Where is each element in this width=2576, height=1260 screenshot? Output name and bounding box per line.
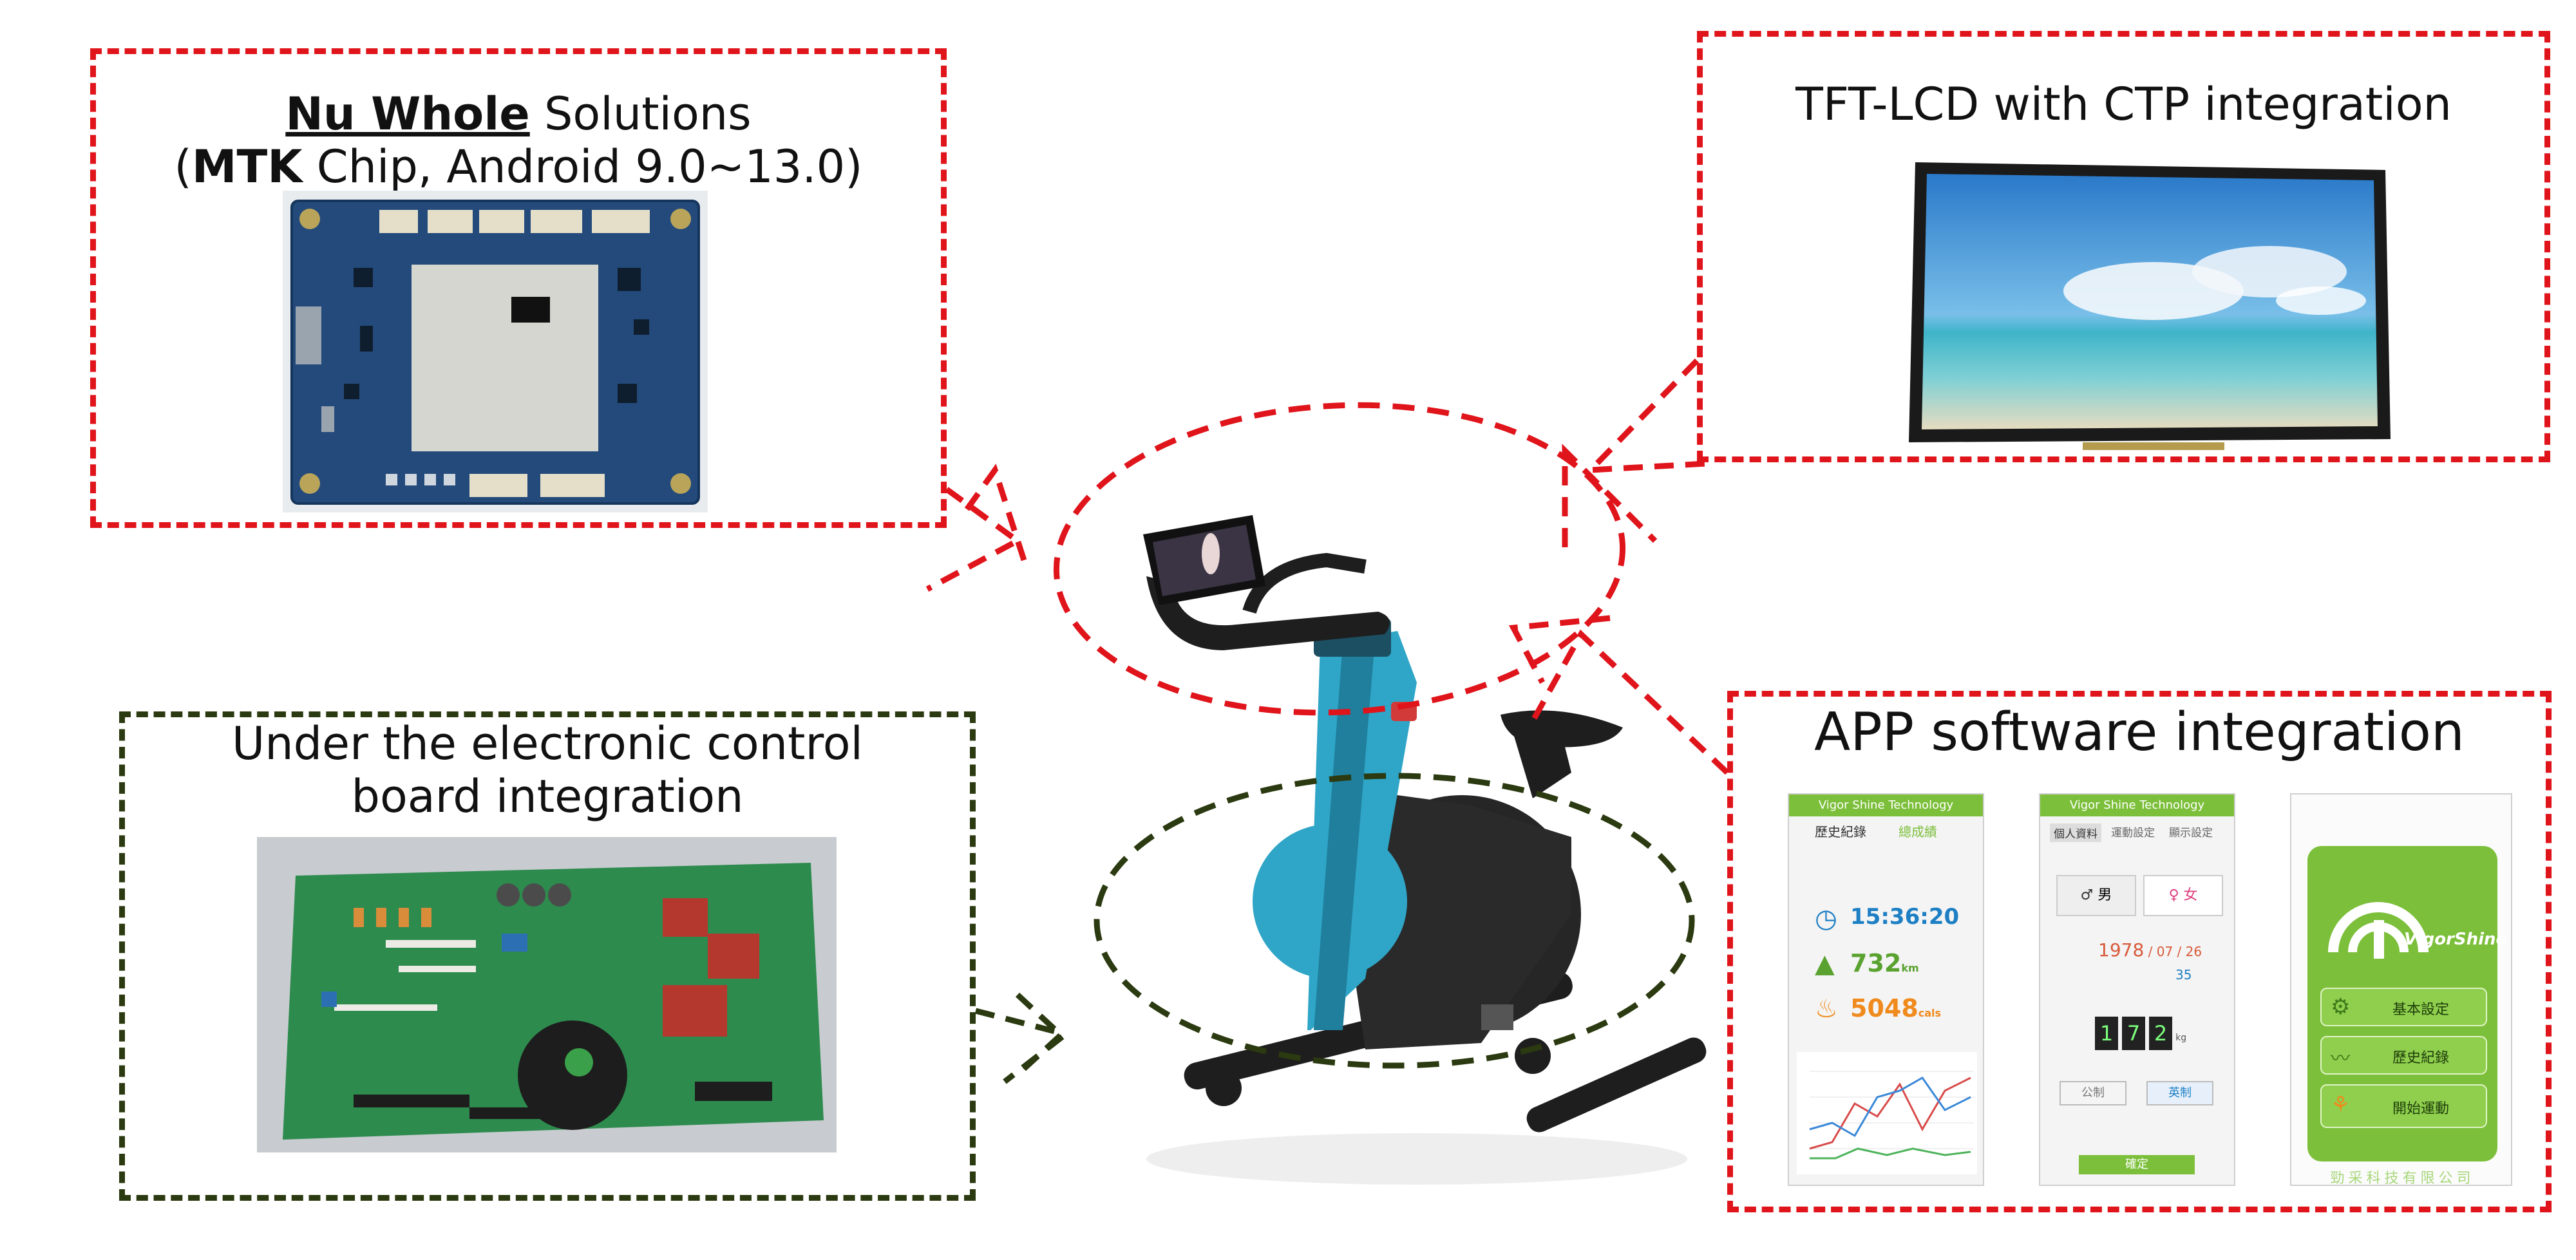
- control-board-arrow-line: [974, 1008, 1069, 1071]
- paren-open: (: [174, 140, 192, 193]
- mainboard-image: [283, 191, 708, 512]
- chip-details: Chip, Android 9.0~13.0): [302, 140, 863, 193]
- gears-icon: ⚙: [2331, 994, 2351, 1020]
- control-board-arrow: [974, 992, 1069, 1084]
- solutions-title-suffix: Solutions: [529, 88, 752, 140]
- screen2-birthdate[interactable]: 1978 / 07 / 26: [2098, 939, 2202, 961]
- app-screen-history: Vigor Shine Technology 歷史紀錄 總成績 ◷ 15:36:…: [1788, 793, 1984, 1186]
- calories-unit: cals: [1918, 1007, 1942, 1019]
- screen1-tab-history[interactable]: 歷史紀錄: [1815, 824, 1866, 840]
- screen3-menu-start[interactable]: ⚘ 開始運動: [2320, 1084, 2487, 1128]
- birth-day: 26: [2185, 944, 2202, 959]
- screen3-menu-settings-label: 基本設定: [2392, 1002, 2450, 1018]
- callout-arrows: [925, 358, 1730, 775]
- chip-brand: MTK: [191, 140, 303, 193]
- app-screen-home: VigorShine ⚙ 基本設定 〰 歷史紀錄 ⚘ 開始運動 勁采科技有限公司: [2290, 793, 2512, 1186]
- screen2-btn-metric[interactable]: 公制: [2060, 1081, 2126, 1105]
- vigorshine-logo-icon: [2328, 902, 2429, 959]
- screen2-confirm-button[interactable]: 確定: [2079, 1155, 2195, 1174]
- control-board-callout-box: Under the electronic control board integ…: [119, 711, 976, 1201]
- screen1-calories: 5048cals: [1850, 994, 1941, 1022]
- screen3-menu-history[interactable]: 〰 歷史紀錄: [2320, 1036, 2487, 1075]
- male-icon: ♂: [2080, 887, 2098, 903]
- app-title: APP software integration: [1814, 702, 2465, 763]
- female-label: 女: [2183, 887, 2198, 903]
- console-highlight-ellipse: [1053, 402, 1626, 716]
- screen1-time: 15:36:20: [1850, 904, 1960, 930]
- brand-name: Nu Whole: [285, 88, 530, 140]
- solutions-callout-box: Nu Whole Solutions (MTK Chip, Android 9.…: [90, 48, 947, 528]
- display-callout-box: TFT-LCD with CTP integration: [1697, 31, 2550, 462]
- display-title: TFT-LCD with CTP integration: [1795, 78, 2452, 131]
- screen2-header: Vigor Shine Technology: [2040, 795, 2234, 816]
- screen2-tab-exercise[interactable]: 運動設定: [2111, 827, 2155, 840]
- male-label: 男: [2098, 887, 2112, 903]
- trend-icon: 〰: [2331, 1048, 2350, 1070]
- screen2-gender-female[interactable]: ♀ 女: [2143, 875, 2223, 916]
- birth-year: 1978: [2098, 939, 2145, 961]
- height-unit: kg: [2175, 1033, 2187, 1043]
- control-board-title-line2: board integration: [351, 770, 744, 823]
- birth-month: 07: [2156, 944, 2174, 959]
- bicycle-icon: ⚘: [2331, 1092, 2351, 1118]
- screen1-header: Vigor Shine Technology: [1789, 795, 1983, 816]
- screen3-menu-history-label: 歷史紀錄: [2392, 1050, 2450, 1066]
- sail-icon: ▲: [1815, 949, 1835, 979]
- app-callout-box: APP software integration Vigor Shine Tec…: [1727, 691, 2552, 1212]
- app-arrow-head: [1508, 615, 1611, 684]
- display-arrow: [1583, 358, 1707, 474]
- control-board-image: [257, 837, 837, 1152]
- lcd-panel-image: [1909, 162, 2391, 450]
- clock-icon: ◷: [1815, 904, 1837, 934]
- screen3-menu-start-label: 開始運動: [2392, 1101, 2450, 1117]
- distance-unit: km: [1901, 962, 1919, 974]
- solutions-arrow-head: [960, 464, 1027, 561]
- screen2-tab-display[interactable]: 顯示設定: [2169, 827, 2213, 840]
- solutions-subtitle: (MTK Chip, Android 9.0~13.0): [96, 140, 941, 193]
- control-board-title-line1: Under the electronic control: [231, 717, 864, 770]
- screen2-gender-male[interactable]: ♂ 男: [2056, 875, 2136, 916]
- app-arrow: [1530, 629, 1730, 775]
- screen3-company: 勁采科技有限公司: [2330, 1171, 2475, 1186]
- app-screen-profile: Vigor Shine Technology 個人資料 運動設定 顯示設定 ♂ …: [2039, 793, 2235, 1186]
- screen2-age: 35: [2175, 967, 2192, 983]
- screen3-menu-settings[interactable]: ⚙ 基本設定: [2320, 988, 2487, 1026]
- screen1-tab-summary[interactable]: 總成績: [1899, 824, 1937, 840]
- height-digit-3: 2: [2149, 1017, 2172, 1050]
- exercise-bike-illustration: [1143, 515, 1707, 1185]
- screen3-brand: VigorShine: [2404, 930, 2508, 949]
- flame-icon: ♨: [1815, 994, 1838, 1024]
- screen1-distance: 732km: [1850, 949, 1919, 977]
- display-arrow-head: [1562, 444, 1658, 547]
- height-digit-1: 1: [2095, 1017, 2118, 1050]
- female-icon: ♀: [2168, 887, 2184, 903]
- solutions-arrow: [925, 487, 1023, 592]
- distance-value: 732: [1850, 949, 1902, 977]
- height-digit-2: 7: [2122, 1017, 2145, 1050]
- solutions-title: Nu Whole Solutions: [96, 88, 941, 140]
- screen2-btn-imperial[interactable]: 英制: [2146, 1081, 2213, 1105]
- screen2-tab-profile[interactable]: 個人資料: [2050, 823, 2101, 842]
- calories-value: 5048: [1850, 994, 1918, 1022]
- frame-highlight-ellipse: [1094, 773, 1695, 1069]
- screen1-history-chart: [1797, 1052, 1977, 1174]
- control-board-arrow-head: [1003, 992, 1067, 1084]
